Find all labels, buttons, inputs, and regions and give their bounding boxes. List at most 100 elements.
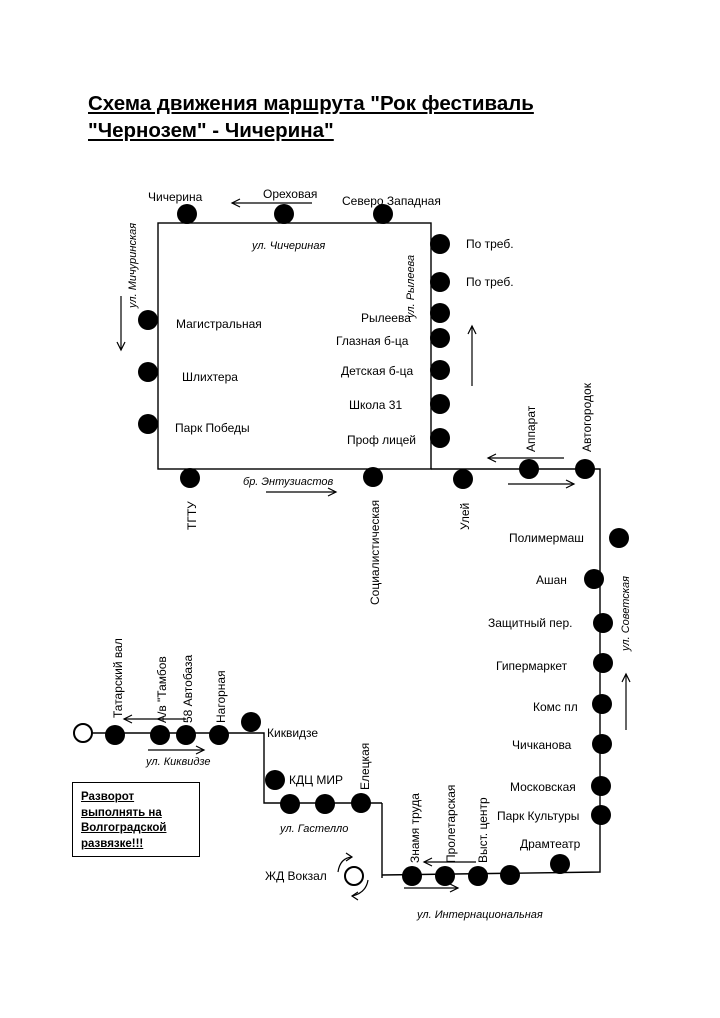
arrow-head-icon <box>345 852 354 862</box>
title-line-2: "Чернозем" - Чичерина" <box>88 119 334 142</box>
stop-marker-shlikhtera <box>138 362 158 382</box>
street-gastello: ул. Гастелло <box>279 823 348 835</box>
stop-label-koms-pl: Комс пл <box>533 700 578 714</box>
stop-label-ryleeva: Рылеева <box>361 311 411 325</box>
street-chicherinaya: ул. Чичериная <box>251 240 325 252</box>
stop-label-park-pobedy: Парк Победы <box>175 421 250 435</box>
arrow-head-icon <box>122 714 133 724</box>
stop-label-vyst-tsentr: Выст. центр <box>476 797 490 863</box>
stop-label-orekhovaya: Ореховая <box>263 187 317 201</box>
stop-label-gipermarket: Гипермаркет <box>496 659 568 673</box>
stop-marker-kdts-mir-3 <box>280 794 300 814</box>
stop-label-moskovskaya: Московская <box>510 780 576 794</box>
note-line-3: Волгоградской <box>81 822 167 834</box>
stop-marker-chicherina <box>177 204 197 224</box>
street-michurinskaya: ул. Мичуринская <box>127 223 139 309</box>
arrow-head-icon <box>565 479 576 489</box>
arrow-head-icon <box>486 453 497 463</box>
stop-label-dramteatr: Драмтеатр <box>520 837 581 851</box>
stop-label-po-treb-2: По треб. <box>466 275 514 289</box>
arrow-head-icon <box>195 745 206 755</box>
stop-label-uley: Улей <box>458 503 472 530</box>
arrow-head-icon <box>116 341 126 352</box>
stop-marker-gipermarket <box>593 653 613 673</box>
stop-label-chicherina: Чичерина <box>148 190 203 204</box>
street-labels: ул. Чичериная ул. Мичуринская ул. Рылеев… <box>127 223 632 921</box>
stop-marker-chichkanova <box>592 734 612 754</box>
stop-marker-nagornaya <box>209 725 229 745</box>
note-line-4: развязке!!! <box>81 837 144 850</box>
stop-marker-prof-litsey <box>430 428 450 448</box>
stop-label-po-treb-1: По треб. <box>466 237 514 251</box>
stop-marker-severo-zapadnaya <box>373 204 393 224</box>
stop-marker-kdts-mir <box>265 770 285 790</box>
stop-label-znamya-truda: Знамя труда <box>408 793 422 863</box>
stop-marker-shkola-31 <box>430 394 450 414</box>
u-turn-note: Разворот выполнять на Волгоградской разв… <box>72 782 200 857</box>
stop-marker-kdts-mir-2 <box>315 794 335 814</box>
stop-label-zashchitny: Защитный пер. <box>488 616 572 630</box>
stop-marker-kikvidze <box>241 712 261 732</box>
stop-marker-ryleeva <box>430 303 450 323</box>
stop-label-av-tambov: А/в "Тамбов <box>155 656 169 723</box>
stop-marker-eletskaya <box>351 793 371 813</box>
street-internatsionalnaya: ул. Интернациональная <box>416 909 543 921</box>
stop-label-proletarskaya: Пролетарская <box>444 785 458 863</box>
stop-label-tatarsky-val: Татарский вал <box>111 638 125 718</box>
stop-marker-vyst-tsentr <box>468 866 488 886</box>
street-sovetskaya: ул. Советская <box>620 576 632 652</box>
direction-arrows <box>116 198 631 901</box>
stop-marker-moskovskaya <box>591 776 611 796</box>
stop-marker-avtobaza-58 <box>176 725 196 745</box>
stop-markers <box>105 204 629 886</box>
stop-labels: Чичерина Ореховая Северо Западная По тре… <box>111 187 594 883</box>
stop-marker-apparat <box>519 459 539 479</box>
stop-label-kdts-mir: КДЦ МИР <box>289 773 343 787</box>
stop-label-tgtu: ТГТУ <box>185 501 199 530</box>
stop-marker-park-pobedy <box>138 414 158 434</box>
stop-marker-sotsialisticheskaya <box>363 467 383 487</box>
stop-marker-znamya-truda <box>402 866 422 886</box>
stop-label-chichkanova: Чичканова <box>512 738 572 752</box>
stop-marker-polimermash <box>609 528 629 548</box>
stop-label-detskaya: Детская б-ца <box>341 364 414 378</box>
arrow-head-icon <box>350 891 359 901</box>
street-ryleeva: ул. Рылеева <box>405 255 417 319</box>
stop-label-glaznaya: Глазная б-ца <box>336 334 409 348</box>
stop-label-avtobaza-58: 58 Автобаза <box>181 655 195 723</box>
stop-marker-proletarskaya <box>435 866 455 886</box>
arrow-head-icon <box>449 883 460 893</box>
arrow-head-icon <box>621 672 631 683</box>
stop-label-nagornaya: Нагорная <box>214 670 228 723</box>
route-loop-rectangle <box>157 222 432 470</box>
stop-marker-magistralnaya <box>138 310 158 330</box>
note-line-1: Разворот <box>81 791 135 803</box>
stop-label-park-kultury: Парк Культуры <box>497 809 579 823</box>
stop-label-eletskaya: Елецкая <box>358 743 372 790</box>
note-line-2: выполнять на <box>81 806 162 819</box>
stop-marker-park-kultury <box>591 805 611 825</box>
arrow-head-icon <box>422 857 433 867</box>
terminal-stop-tatarsky-val-icon <box>73 723 93 743</box>
stop-marker-dramteatr <box>550 854 570 874</box>
stop-marker-koms-pl <box>592 694 612 714</box>
stop-label-avtogorodok: Автогородок <box>580 382 594 452</box>
stop-label-zhd-vokzal: ЖД Вокзал <box>265 869 327 883</box>
stop-marker-glaznaya <box>430 328 450 348</box>
stop-label-apparat: Аппарат <box>524 405 538 452</box>
arrow-head-icon <box>327 487 338 497</box>
stop-label-shlikhtera: Шлихтера <box>182 370 238 384</box>
stop-marker-avtogorodok <box>575 459 595 479</box>
u-turn-arrow-icon <box>337 856 353 873</box>
stop-label-ashan: Ашан <box>536 573 567 587</box>
stop-marker-tgtu <box>180 468 200 488</box>
stop-marker-uley <box>453 469 473 489</box>
stop-label-kikvidze: Киквидзе <box>267 726 318 740</box>
stop-marker-po-treb-1 <box>430 234 450 254</box>
arrow-head-icon <box>467 324 477 335</box>
stop-marker-zashchitny <box>593 613 613 633</box>
stop-marker-detskaya <box>430 360 450 380</box>
stop-label-sotsialisticheskaya: Социалистическая <box>368 500 382 605</box>
arrow-head-icon <box>230 198 241 208</box>
